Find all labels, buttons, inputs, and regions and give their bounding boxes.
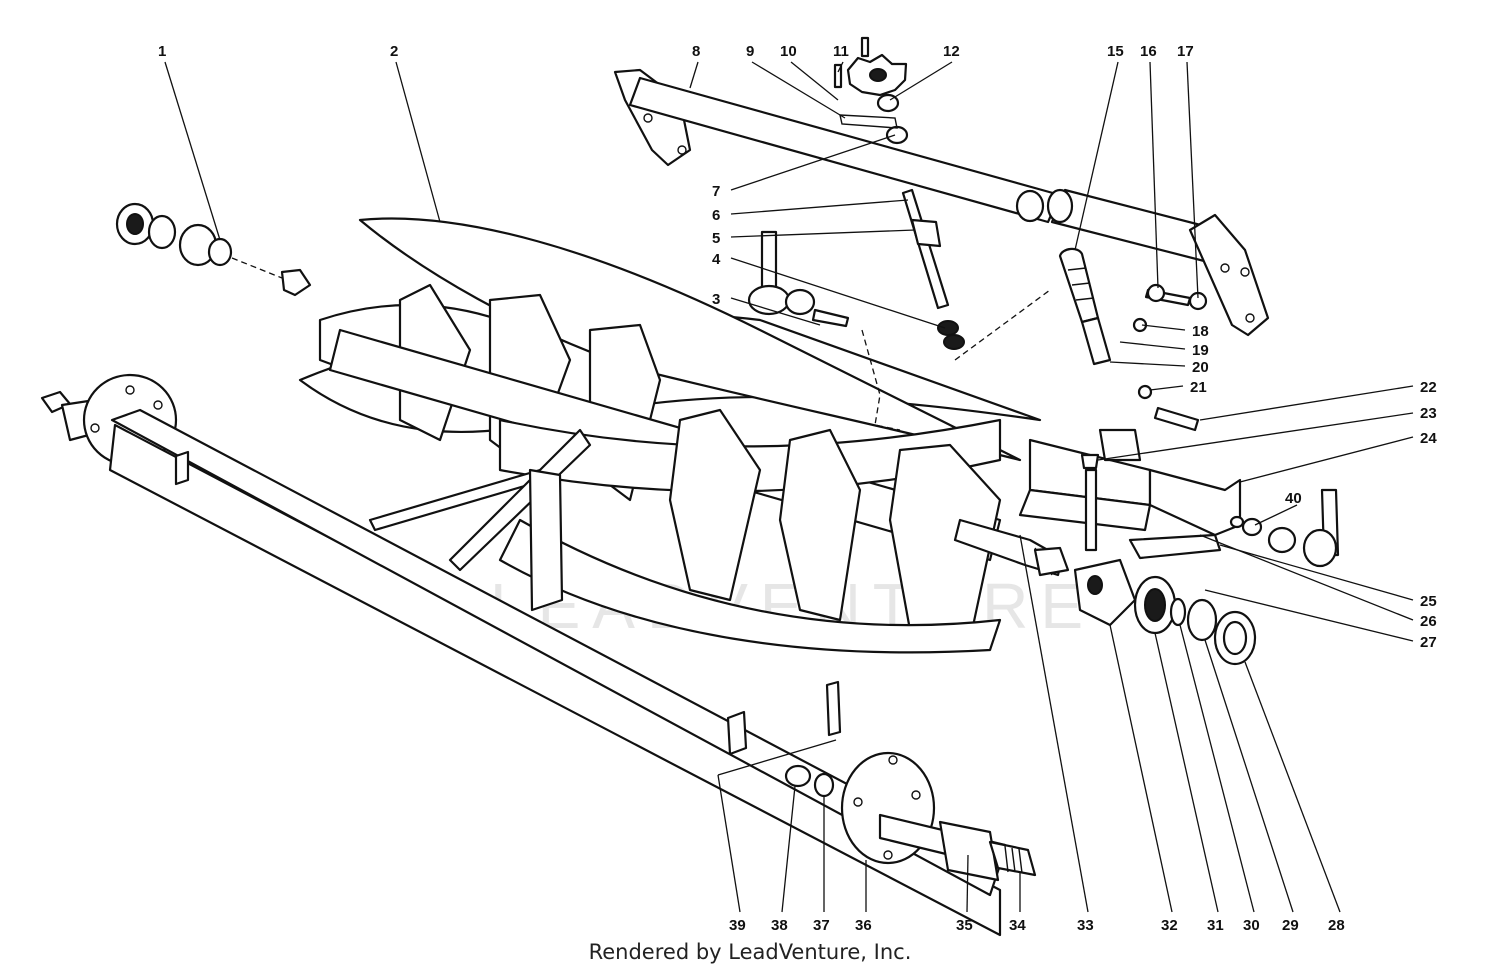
reel-assembly [280, 217, 1064, 654]
callout-17: 17 [1177, 43, 1194, 60]
callout-12: 12 [943, 43, 960, 60]
callout-31: 31 [1207, 917, 1224, 934]
bearing-stack-right [1033, 546, 1257, 666]
callout-27: 27 [1420, 634, 1437, 651]
callout-28: 28 [1328, 917, 1345, 934]
callout-3: 3 [712, 291, 720, 308]
callout-35: 35 [956, 917, 973, 934]
adjuster-assembly [747, 188, 1051, 361]
callout-15: 15 [1107, 43, 1124, 60]
callout-9: 9 [746, 43, 754, 60]
callout-34: 34 [1009, 917, 1026, 934]
callout-11: 11 [833, 43, 849, 60]
side-frame [368, 428, 592, 612]
callout-8: 8 [692, 43, 700, 60]
callout-20: 20 [1192, 359, 1209, 376]
top-bar-assembly [613, 36, 1270, 337]
callout-1: 1 [158, 43, 166, 60]
bearing-set-left [115, 202, 283, 279]
bedbar-assembly [1018, 247, 1242, 560]
callout-32: 32 [1161, 917, 1178, 934]
callout-22: 22 [1420, 379, 1437, 396]
callout-18: 18 [1192, 323, 1209, 340]
callout-36: 36 [855, 917, 872, 934]
roller-assembly [40, 373, 1037, 937]
callout-37: 37 [813, 917, 830, 934]
callout-40: 40 [1285, 490, 1302, 507]
callout-33: 33 [1077, 917, 1094, 934]
callout-16: 16 [1140, 43, 1157, 60]
callout-numbers: 1 2 3 4 5 6 7 8 9 10 11 12 15 16 17 18 1… [158, 43, 1437, 934]
callout-6: 6 [712, 207, 720, 224]
callout-23: 23 [1420, 405, 1437, 422]
callout-10: 10 [780, 43, 797, 60]
callout-30: 30 [1243, 917, 1260, 934]
callout-38: 38 [771, 917, 788, 934]
callout-2: 2 [390, 43, 398, 60]
callout-26: 26 [1420, 613, 1437, 630]
callout-19: 19 [1192, 342, 1209, 359]
leader-lines [164, 61, 1414, 913]
callout-5: 5 [712, 230, 720, 247]
footer-credit: Rendered by LeadVenture, Inc. [588, 940, 912, 964]
callout-29: 29 [1282, 917, 1299, 934]
callout-24: 24 [1420, 430, 1437, 447]
callout-7: 7 [712, 183, 720, 200]
callout-21: 21 [1190, 379, 1207, 396]
callout-4: 4 [712, 251, 721, 268]
callout-39: 39 [729, 917, 746, 934]
callout-25: 25 [1420, 593, 1437, 610]
right-stud-assembly [1229, 488, 1340, 568]
